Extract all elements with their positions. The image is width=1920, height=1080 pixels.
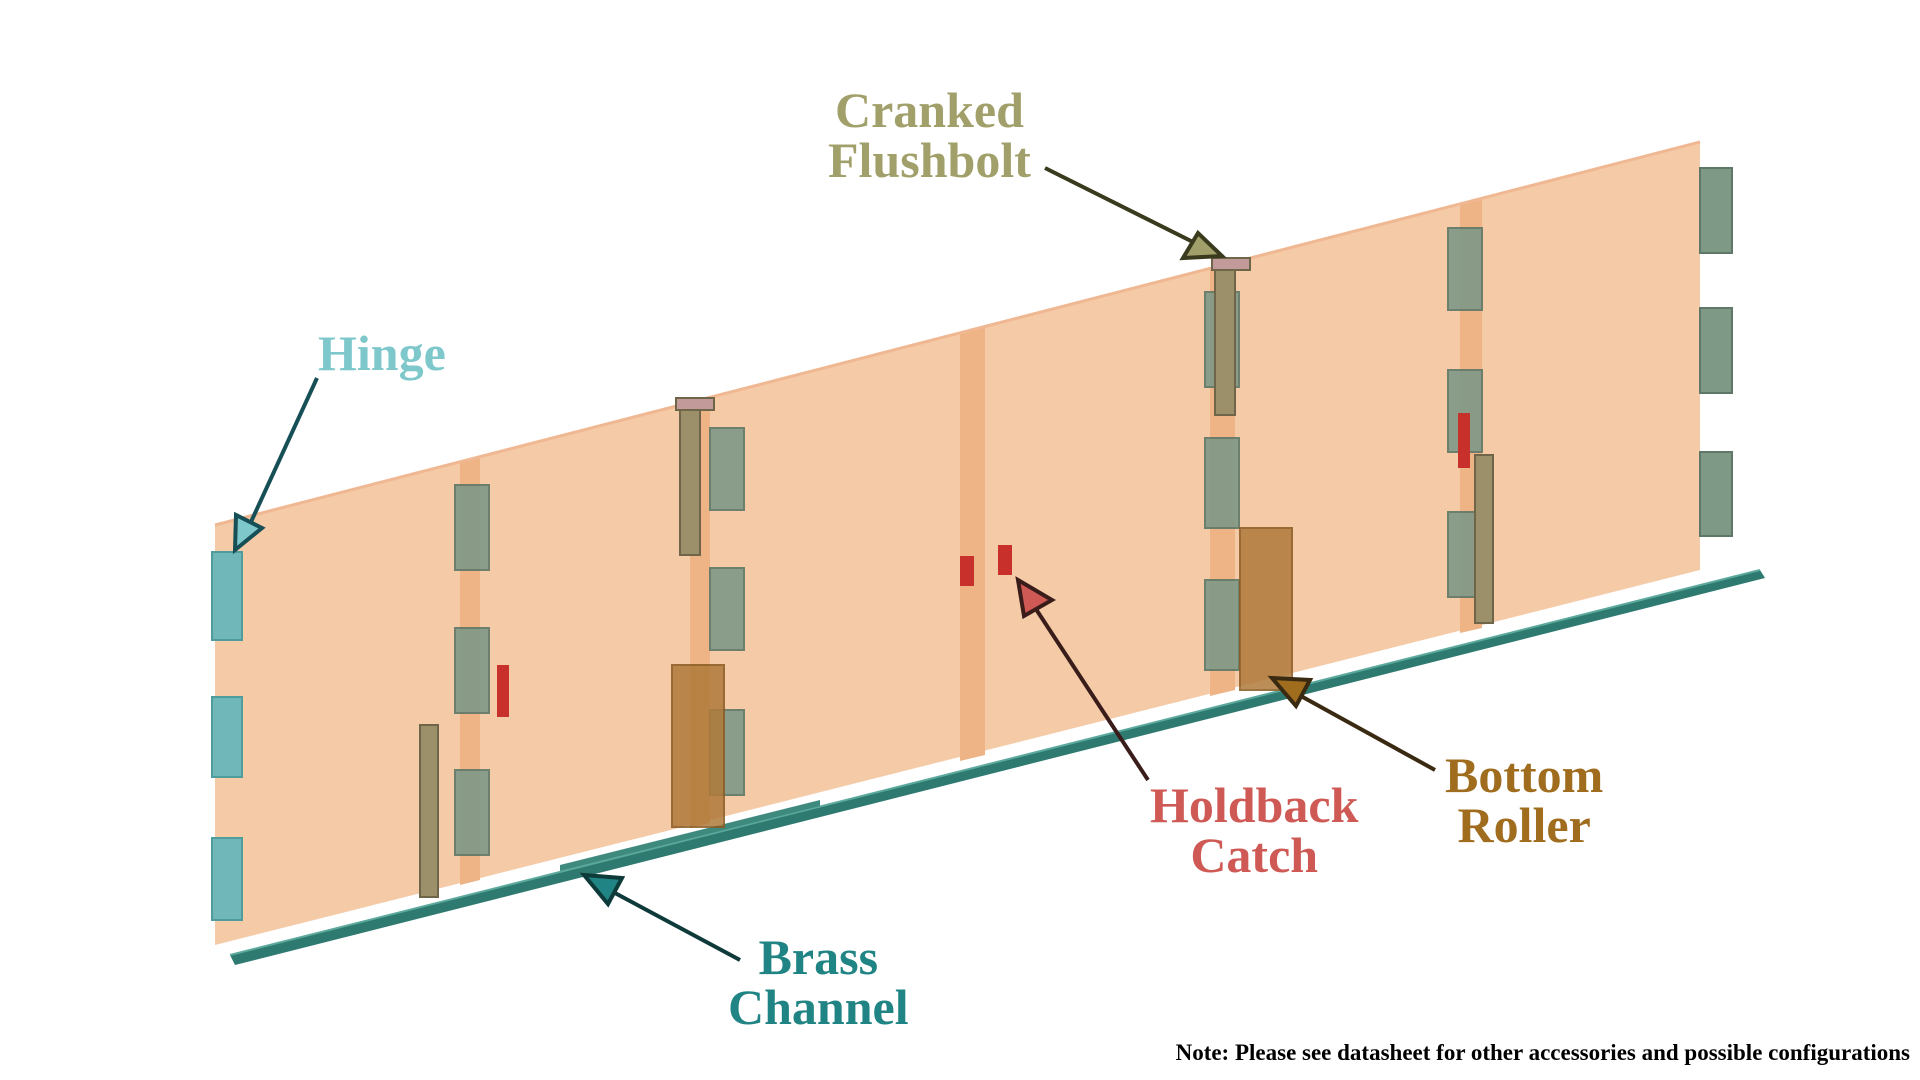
label-cranked-flushbolt: Cranked Flushbolt <box>828 85 1031 185</box>
cranked-flushbolts <box>419 257 1494 898</box>
holdback-arrow <box>1015 576 1150 782</box>
roller-arrow <box>1267 675 1436 772</box>
end-hinges-left <box>211 551 243 921</box>
label-bottom-roller-line1: Bottom <box>1445 747 1604 803</box>
label-hinge-text: Hinge <box>318 325 446 381</box>
label-brass-channel: Brass Channel <box>728 932 909 1032</box>
brass-channel-track <box>229 569 1765 965</box>
label-holdback-catch-line1: Holdback <box>1150 777 1359 833</box>
label-hinge: Hinge <box>318 328 446 378</box>
panel-top-edge <box>214 140 1701 527</box>
label-brass-channel-line2: Channel <box>728 979 909 1035</box>
label-bottom-roller-line2: Roller <box>1457 797 1591 853</box>
callout-arrows <box>232 166 1436 962</box>
label-brass-channel-line1: Brass <box>758 929 879 985</box>
flushbolt-arrow <box>1044 166 1227 261</box>
label-bottom-roller: Bottom Roller <box>1445 750 1603 850</box>
end-hinges-right <box>1699 167 1733 537</box>
holdback-catches <box>497 413 1470 717</box>
label-cranked-flushbolt-line1: Cranked <box>834 82 1024 138</box>
bottom-rollers <box>671 527 1293 828</box>
door-panels <box>215 142 1700 945</box>
hinge-arrow <box>232 377 319 555</box>
datasheet-note: Note: Please see datasheet for other acc… <box>1175 1040 1910 1065</box>
label-cranked-flushbolt-line2: Flushbolt <box>828 132 1031 188</box>
leaf-hinges <box>454 227 1483 856</box>
label-holdback-catch-line2: Catch <box>1190 827 1319 883</box>
channel-arrow <box>579 872 741 962</box>
label-holdback-catch: Holdback Catch <box>1150 780 1358 880</box>
